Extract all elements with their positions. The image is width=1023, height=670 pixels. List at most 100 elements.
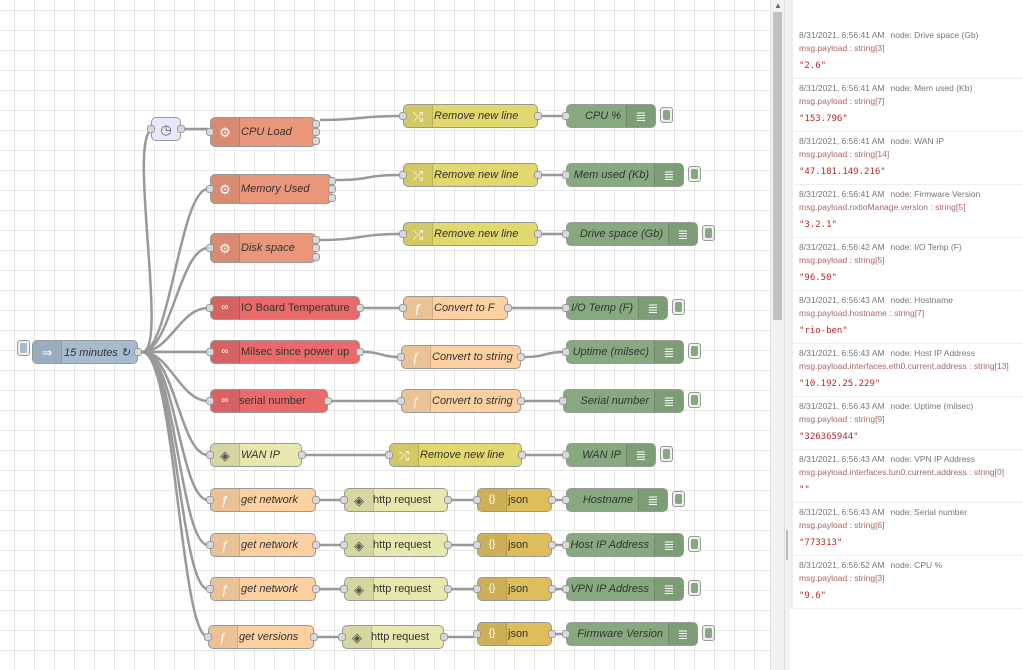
input-port[interactable] (399, 230, 407, 238)
debug-toggle-button[interactable] (660, 107, 673, 123)
input-port[interactable] (562, 496, 570, 504)
change-node-remove-new-line[interactable]: ⤮ Remove new line (385, 443, 526, 467)
output-port-1[interactable] (312, 236, 320, 244)
input-port[interactable] (385, 451, 393, 459)
debug-node-firmware-version[interactable]: Firmware Version ≣ (562, 622, 698, 646)
debug-node-io-temp[interactable]: I/O Temp (F) ≣ (562, 296, 668, 320)
message-node[interactable]: node: Host IP Address (890, 348, 975, 358)
input-port[interactable] (562, 541, 570, 549)
input-port[interactable] (473, 496, 481, 504)
message-value[interactable]: "10.192.25.229" (799, 379, 881, 389)
function-node-convert-to-string[interactable]: ƒ Convert to string (397, 389, 525, 413)
output-port-2[interactable] (312, 128, 320, 136)
function-node-get-network[interactable]: ƒ get network (206, 577, 320, 601)
input-port[interactable] (562, 348, 570, 356)
wan-ip-node[interactable]: ◈ WAN IP (206, 443, 306, 467)
input-port[interactable] (206, 397, 214, 405)
change-node-remove-new-line[interactable]: ⤮ Remove new line (399, 222, 542, 246)
input-port[interactable] (473, 585, 481, 593)
output-port-1[interactable] (328, 177, 336, 185)
input-port[interactable] (473, 630, 481, 638)
input-port[interactable] (397, 397, 405, 405)
output-port-2[interactable] (312, 244, 320, 252)
flow-workspace[interactable]: ⇒ 15 minutes ↻ ◷ ⚙ CPU Load ⚙ Memory Use… (0, 0, 770, 670)
input-port[interactable] (206, 304, 214, 312)
debug-node-cpu[interactable]: CPU % ≣ (562, 104, 656, 128)
message-value[interactable]: "326365944" (799, 432, 859, 442)
output-port-1[interactable] (312, 120, 320, 128)
output-port[interactable] (534, 171, 542, 179)
input-port[interactable] (562, 112, 570, 120)
message-node[interactable]: node: Hostname (890, 295, 953, 305)
input-port[interactable] (340, 585, 348, 593)
output-port[interactable] (548, 630, 556, 638)
message-value[interactable]: "rio-ben" (799, 326, 848, 336)
exec-node-disk-space[interactable]: ⚙ Disk space (206, 233, 320, 263)
input-port[interactable] (206, 541, 214, 549)
function-node-get-network[interactable]: ƒ get network (206, 488, 320, 512)
function-node-get-network[interactable]: ƒ get network (206, 533, 320, 557)
input-port[interactable] (206, 244, 214, 252)
scroll-up-icon[interactable]: ▲ (774, 1, 782, 10)
function-node-convert-to-f[interactable]: ƒ Convert to F (399, 296, 512, 320)
message-value[interactable]: "3.2.1" (799, 220, 837, 230)
debug-node-hostname[interactable]: Hostname ≣ (562, 488, 668, 512)
output-port[interactable] (548, 496, 556, 504)
output-port[interactable] (517, 397, 525, 405)
input-port[interactable] (559, 397, 567, 405)
debug-node-drive-space[interactable]: Drive space (Gb) ≣ (562, 222, 698, 246)
message-node[interactable]: node: Drive space (Gb) (890, 30, 979, 40)
message-value[interactable]: "773313" (799, 538, 843, 548)
input-port[interactable] (399, 304, 407, 312)
output-port[interactable] (444, 541, 452, 549)
function-node-get-versions[interactable]: ƒ get versions (204, 625, 318, 649)
debug-node-serial-number[interactable]: Serial number ≣ (559, 389, 684, 413)
input-port[interactable] (562, 304, 570, 312)
debug-node-host-ip[interactable]: Host IP Address ≣ (562, 533, 684, 557)
output-port[interactable] (548, 585, 556, 593)
json-node[interactable]: {} json (473, 622, 556, 646)
debug-toggle-button[interactable] (702, 625, 715, 641)
io-node-board-temperature[interactable]: ∞ IO Board Temperature (206, 296, 364, 320)
output-port[interactable] (444, 585, 452, 593)
input-port[interactable] (206, 128, 214, 136)
input-port[interactable] (562, 585, 570, 593)
input-port[interactable] (206, 451, 214, 459)
exec-node-memory-used[interactable]: ⚙ Memory Used (206, 174, 336, 204)
input-port[interactable] (147, 125, 155, 133)
output-port[interactable] (310, 633, 318, 641)
input-port[interactable] (338, 633, 346, 641)
io-node-milsec-since-power-up[interactable]: ∞ Milsec since power up (206, 340, 364, 364)
debug-node-mem-used[interactable]: Mem used (Kb) ≣ (562, 163, 684, 187)
input-port[interactable] (206, 496, 214, 504)
input-port[interactable] (399, 112, 407, 120)
output-port-3[interactable] (312, 137, 320, 145)
trigger-node[interactable]: ◷ (147, 117, 185, 141)
inject-node[interactable]: ⇒ 15 minutes ↻ (32, 340, 142, 364)
debug-toggle-button[interactable] (688, 166, 701, 182)
change-node-remove-new-line[interactable]: ⤮ Remove new line (399, 163, 542, 187)
input-port[interactable] (473, 541, 481, 549)
message-value[interactable]: "9.6" (799, 591, 827, 601)
input-port[interactable] (562, 171, 570, 179)
input-port[interactable] (206, 348, 214, 356)
exec-node-cpu-load[interactable]: ⚙ CPU Load (206, 117, 320, 147)
message-node[interactable]: node: Serial number (890, 507, 968, 517)
debug-node-vpn-ip[interactable]: VPN IP Address ≣ (562, 577, 684, 601)
output-port[interactable] (356, 348, 364, 356)
output-port[interactable] (324, 397, 332, 405)
json-node[interactable]: {} json (473, 577, 556, 601)
message-value[interactable]: "" (799, 485, 810, 495)
debug-toggle-button[interactable] (702, 225, 715, 241)
output-port[interactable] (177, 125, 185, 133)
input-port[interactable] (562, 230, 570, 238)
debug-toggle-button[interactable] (688, 392, 701, 408)
